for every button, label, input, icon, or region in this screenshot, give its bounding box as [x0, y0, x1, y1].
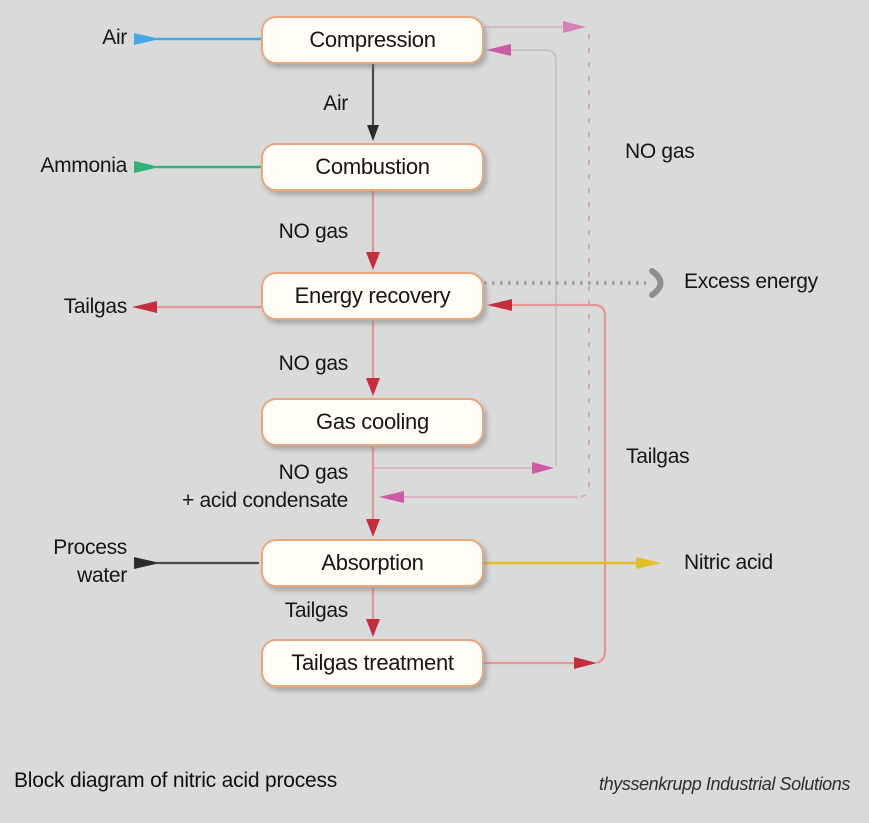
label-no-gas-condensate: NO gas + acid condensate: [128, 459, 348, 515]
label-process-water: Process water: [30, 534, 127, 590]
label-no-gas-recycle: NO gas: [625, 140, 695, 163]
node-combustion-label: Combustion: [315, 154, 430, 179]
label-nitric-acid: Nitric acid: [684, 551, 773, 574]
gas-cooling-to-absorption-arrow: [366, 447, 380, 537]
label-no-gas-2: NO gas: [278, 352, 349, 375]
label-ammonia-inlet: Ammonia: [40, 154, 127, 177]
excess-energy-arrow: [484, 268, 664, 298]
label-process-water-line1: Process: [53, 536, 127, 559]
label-acid-condensate: + acid condensate: [182, 489, 348, 512]
label-tailgas-internal: Tailgas: [284, 599, 349, 622]
no-gas-return-line: [379, 21, 590, 503]
tailgas-recycle-line: [484, 299, 607, 669]
node-compression-label: Compression: [309, 27, 436, 52]
figure-caption: Block diagram of nitric acid process: [14, 769, 338, 792]
nitric-acid-outlet-arrow: [484, 557, 661, 569]
energy-recovery-to-gas-cooling-arrow: [366, 321, 380, 396]
node-gas-cooling: Gas cooling: [261, 398, 484, 446]
label-process-water-line2: water: [77, 564, 127, 587]
node-energy-recovery: Energy recovery: [261, 272, 484, 320]
label-tailgas-recycle: Tailgas: [626, 445, 690, 468]
node-absorption: Absorption: [261, 539, 484, 587]
label-air-internal: Air: [323, 92, 348, 115]
label-tailgas-outlet: Tailgas: [63, 295, 128, 318]
node-gas-cooling-label: Gas cooling: [316, 409, 429, 434]
label-excess-energy: Excess energy: [684, 270, 818, 293]
node-combustion: Combustion: [261, 143, 484, 191]
tailgas-outlet-arrow: [132, 301, 261, 313]
node-tailgas-treatment: Tailgas treatment: [261, 639, 484, 687]
node-absorption-label: Absorption: [321, 550, 424, 575]
brand-text: thyssenkrupp Industrial Solutions: [599, 774, 850, 794]
no-gas-to-compression-line: [374, 44, 557, 474]
node-tailgas-treatment-label: Tailgas treatment: [291, 650, 454, 675]
label-no-gas-1: NO gas: [278, 220, 349, 243]
compression-to-combustion-arrow: [367, 64, 379, 141]
label-air-inlet: Air: [102, 26, 127, 49]
air-inlet-arrow: [134, 33, 261, 45]
node-compression: Compression: [261, 16, 484, 64]
node-energy-recovery-label: Energy recovery: [294, 283, 451, 308]
ammonia-inlet-arrow: [134, 161, 261, 173]
label-no-gas-3: NO gas: [278, 461, 349, 484]
absorption-to-tailgas-treatment-arrow: [366, 588, 380, 637]
process-water-inlet-arrow: [134, 557, 259, 569]
combustion-to-energy-recovery-arrow: [366, 191, 380, 270]
